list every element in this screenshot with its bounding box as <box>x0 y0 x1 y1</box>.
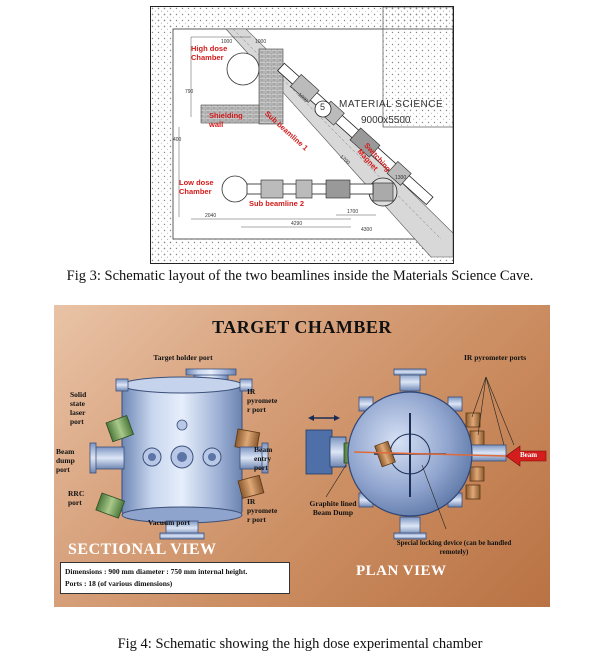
beamline-layout-drawing <box>151 6 454 263</box>
dimension-label: 790 <box>185 89 194 95</box>
beam-dump-port-label: Beam dump port <box>56 447 75 474</box>
figure-4-caption: Fig 4: Schematic showing the high dose e… <box>117 636 483 652</box>
target-chamber-figure: TARGET CHAMBER Target holder port Solid … <box>54 305 550 607</box>
ir-pyrometer-ports-label: IR pyrometer ports <box>464 353 527 362</box>
target-chamber-drawing <box>89 368 547 540</box>
shielding-wall-label: Shielding wall <box>209 111 243 129</box>
ir-pyrometer-port-top-label: IR pyromete r port <box>247 387 278 414</box>
sectional-view-label: SECTIONAL VIEW <box>68 541 217 558</box>
high-dose-chamber-label: High dose Chamber <box>191 44 228 62</box>
chamber-title: TARGET CHAMBER <box>212 317 392 337</box>
sub-beamline-2-label: Sub beamline 2 <box>249 199 305 208</box>
room-marker-label: 5 <box>320 102 326 112</box>
dimension-label: 4300 <box>361 227 373 233</box>
beam-arrow-label: Beam <box>520 451 538 459</box>
ports-text: Ports : 18 (of various dimensions) <box>65 579 173 588</box>
plan-view-label: PLAN VIEW <box>356 563 447 579</box>
dimension-label: 1000 <box>221 39 233 45</box>
beam-entry-port-label: Beam entry port <box>254 445 273 472</box>
vacuum-port-label: Vacuum port <box>148 518 191 527</box>
special-locking-device-label: Special locking device (can be handled r… <box>396 539 512 556</box>
rrc-port-label: RRC port <box>68 489 85 507</box>
dimension-label: 1000 <box>255 39 267 45</box>
figure-3-caption: Fig 3: Schematic layout of the two beaml… <box>66 268 534 284</box>
dimension-label: 4290 <box>291 221 303 227</box>
dimension-label: 400 <box>173 137 182 143</box>
room-size-label: 9000x5500 <box>361 115 411 126</box>
ir-pyrometer-port-bottom-label: IR pyromete r port <box>247 497 278 524</box>
dimension-label: 1700 <box>347 209 359 215</box>
dimensions-text: Dimensions : 900 mm diameter : 750 mm in… <box>65 567 248 576</box>
dimension-label: 1300 <box>395 175 407 181</box>
dimensions-box: Dimensions : 900 mm diameter : 750 mm in… <box>60 562 290 594</box>
room-name-label: MATERIAL SCIENCE <box>339 99 444 110</box>
dimension-label: 2040 <box>205 213 217 219</box>
graphite-beam-dump-label: Graphite lined Beam Dump <box>309 499 357 517</box>
beamline-layout-figure: High dose Chamber Shielding wall Sub bea… <box>150 6 454 264</box>
target-holder-port-label: Target holder port <box>153 353 213 362</box>
low-dose-chamber-label: Low dose Chamber <box>179 178 214 196</box>
solid-state-laser-port-label: Solid state laser port <box>70 390 87 426</box>
